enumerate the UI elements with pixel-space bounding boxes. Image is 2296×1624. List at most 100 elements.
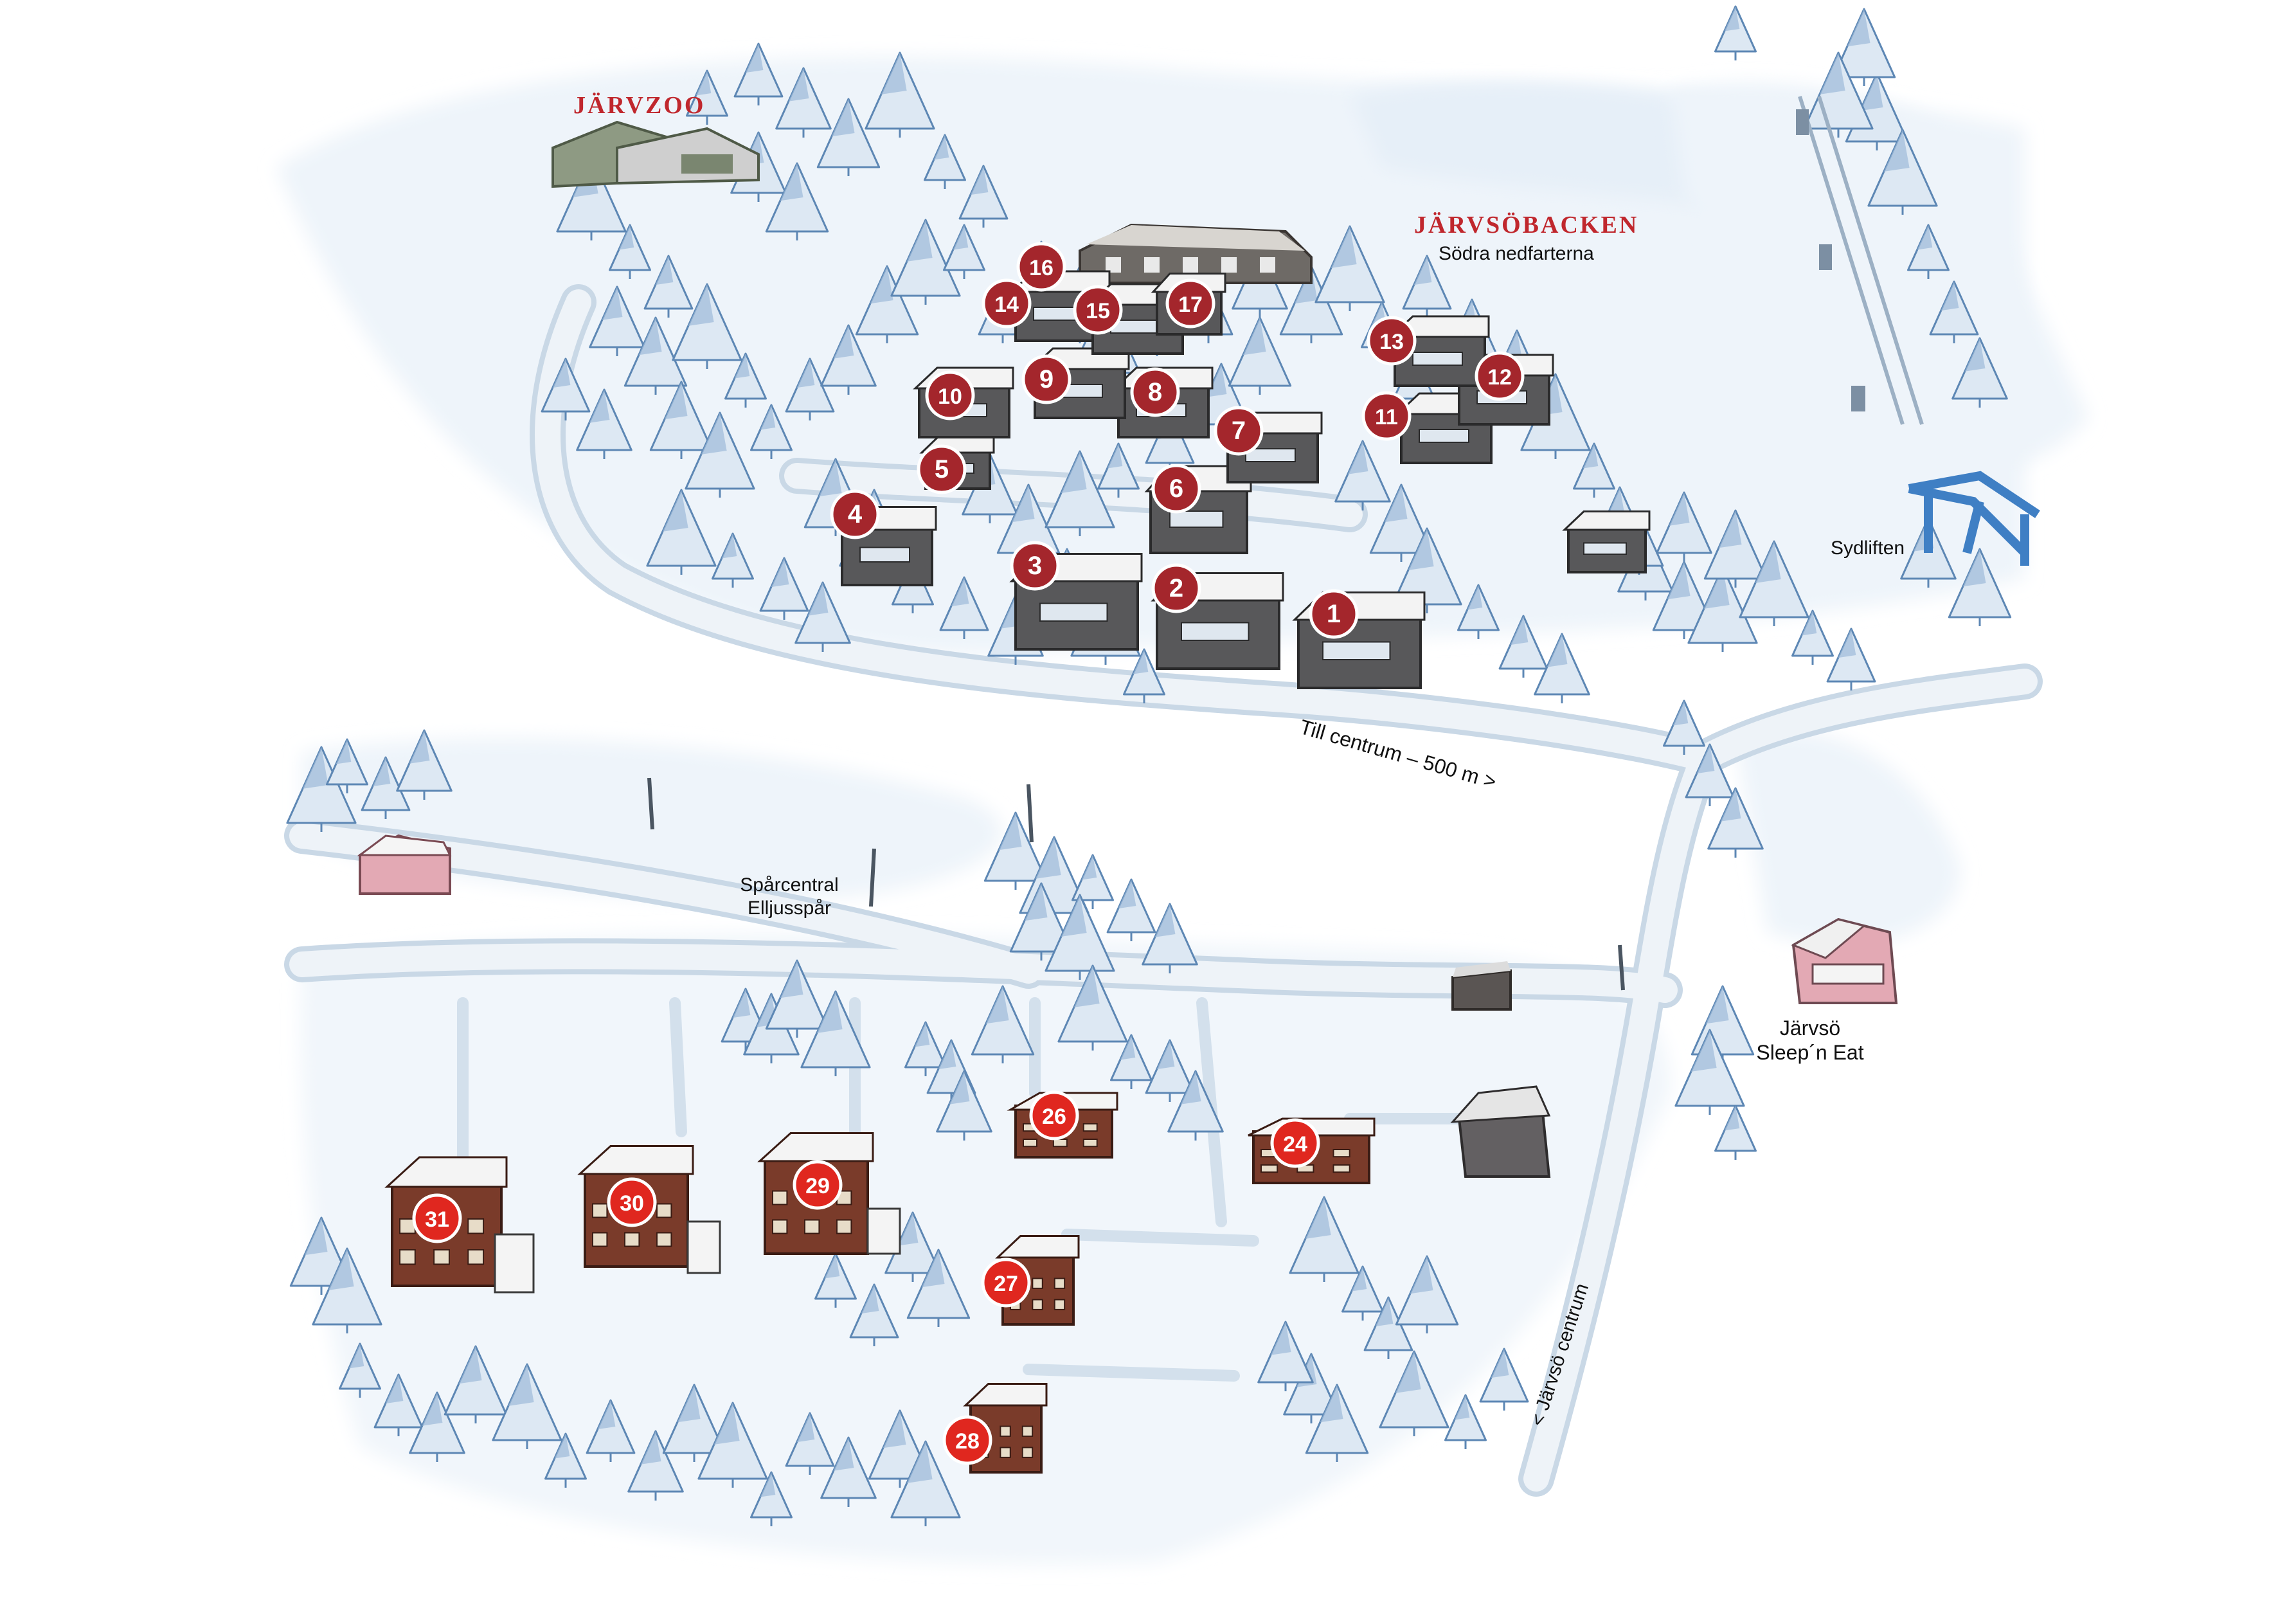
ski-lift	[1796, 96, 2040, 566]
marker-badge	[1010, 541, 1060, 591]
marker-label: 11	[1375, 405, 1398, 429]
tree-icon	[697, 1402, 768, 1488]
marker-12[interactable]: 12	[1475, 351, 1525, 401]
tree-icon	[1929, 280, 1979, 343]
marker-16[interactable]: 16	[1016, 242, 1066, 292]
tree-icon	[1142, 903, 1198, 973]
marker-2[interactable]: 2	[1151, 563, 1201, 613]
marker-label: 17	[1178, 293, 1203, 317]
marker-9[interactable]: 9	[1021, 354, 1072, 404]
tree-icon	[983, 811, 1048, 890]
tree-icon	[890, 1440, 961, 1526]
marker-17[interactable]: 17	[1165, 278, 1215, 329]
marker-10[interactable]: 10	[925, 370, 975, 420]
tree-icon	[1228, 316, 1292, 395]
tree-icon	[890, 219, 961, 305]
tree-icon	[627, 1430, 684, 1501]
marker-4[interactable]: 4	[830, 489, 880, 539]
tree-icon	[849, 1283, 899, 1346]
marker-label: 9	[1039, 365, 1054, 393]
tree-icon	[936, 1070, 992, 1141]
marker-badge	[1130, 367, 1180, 417]
tree-icon	[1123, 648, 1165, 703]
tree-icon	[724, 352, 767, 408]
marker-label: 31	[425, 1207, 449, 1232]
marker-5[interactable]: 5	[917, 444, 967, 494]
garage	[494, 1233, 535, 1294]
marker-29[interactable]: 29	[793, 1160, 843, 1210]
tree-icon	[1573, 442, 1615, 498]
marker-label: 30	[620, 1191, 644, 1216]
marker-15[interactable]: 15	[1073, 285, 1123, 335]
marker-badge	[607, 1177, 657, 1227]
tree-icon	[1363, 1296, 1413, 1359]
marker-label: 12	[1487, 365, 1512, 390]
marker-badge	[981, 1258, 1031, 1308]
marker-badge	[1016, 242, 1066, 292]
marker-7[interactable]: 7	[1214, 406, 1264, 456]
marker-badge	[1165, 278, 1215, 329]
tree-icon	[1110, 1034, 1152, 1089]
marker-8[interactable]: 8	[1130, 367, 1180, 417]
tree-icon	[785, 1412, 835, 1475]
marker-badge	[1214, 406, 1264, 456]
tree-icon	[1045, 894, 1115, 980]
tree-icon	[1395, 1255, 1459, 1333]
tree-icon	[1305, 1384, 1369, 1462]
gray-house-right	[1450, 1085, 1551, 1178]
tree-icon	[1907, 224, 1950, 279]
marker-label: 6	[1169, 474, 1183, 503]
marker-label: 7	[1232, 417, 1246, 445]
light-poles	[647, 777, 1625, 991]
marker-badge	[1151, 563, 1201, 613]
marker-13[interactable]: 13	[1367, 316, 1417, 366]
tree-icon	[820, 324, 877, 395]
marker-badge	[982, 278, 1032, 329]
tree-icon	[1534, 633, 1590, 703]
tree-icon	[1257, 1321, 1314, 1391]
tree-icon	[958, 165, 1009, 228]
tree-icon	[1167, 1070, 1224, 1141]
tree-icon	[943, 224, 985, 279]
tree-icon	[1714, 5, 1757, 60]
label-sparcentral: Spårcentral	[740, 874, 838, 896]
marker-1[interactable]: 1	[1309, 589, 1359, 639]
marker-6[interactable]: 6	[1151, 464, 1201, 514]
marker-31[interactable]: 31	[412, 1193, 462, 1243]
tree-icon	[865, 51, 935, 138]
marker-14[interactable]: 14	[982, 278, 1032, 329]
tree-icon	[589, 285, 645, 356]
marker-30[interactable]: 30	[607, 1177, 657, 1227]
marker-label: 24	[1283, 1132, 1307, 1157]
tree-icon	[409, 1391, 465, 1462]
tree-icon	[1951, 337, 2008, 408]
tree-icon	[814, 1252, 857, 1308]
marker-28[interactable]: 28	[942, 1415, 992, 1465]
marker-label: 16	[1029, 256, 1054, 280]
marker-3[interactable]: 3	[1010, 541, 1060, 591]
jarvzoo-lodge	[552, 120, 760, 188]
marker-badge	[793, 1160, 843, 1210]
tree-icon	[1072, 854, 1114, 909]
marker-24[interactable]: 24	[1270, 1118, 1320, 1168]
tree-icon	[868, 1409, 932, 1488]
tree-icon	[1009, 882, 1073, 961]
tree-icon	[1832, 8, 1896, 86]
tree-icon	[765, 959, 829, 1038]
tree-icon	[1106, 878, 1156, 941]
tree-icon	[1057, 964, 1128, 1051]
marker-26[interactable]: 26	[1029, 1090, 1079, 1141]
sydliften-station-icon	[1908, 471, 2040, 566]
tree-icon	[672, 283, 742, 369]
label-sodra-nedfarterna: Södra nedfarterna	[1439, 243, 1594, 264]
marker-label: 5	[935, 455, 949, 483]
label-sydliften: Sydliften	[1831, 537, 1905, 559]
marker-badge	[1029, 1090, 1079, 1141]
marker-label: 15	[1086, 299, 1110, 323]
marker-label: 1	[1327, 600, 1341, 628]
tree-icon	[312, 1247, 382, 1333]
marker-11[interactable]: 11	[1361, 391, 1412, 441]
marker-27[interactable]: 27	[981, 1258, 1031, 1308]
marker-badge	[412, 1193, 462, 1243]
